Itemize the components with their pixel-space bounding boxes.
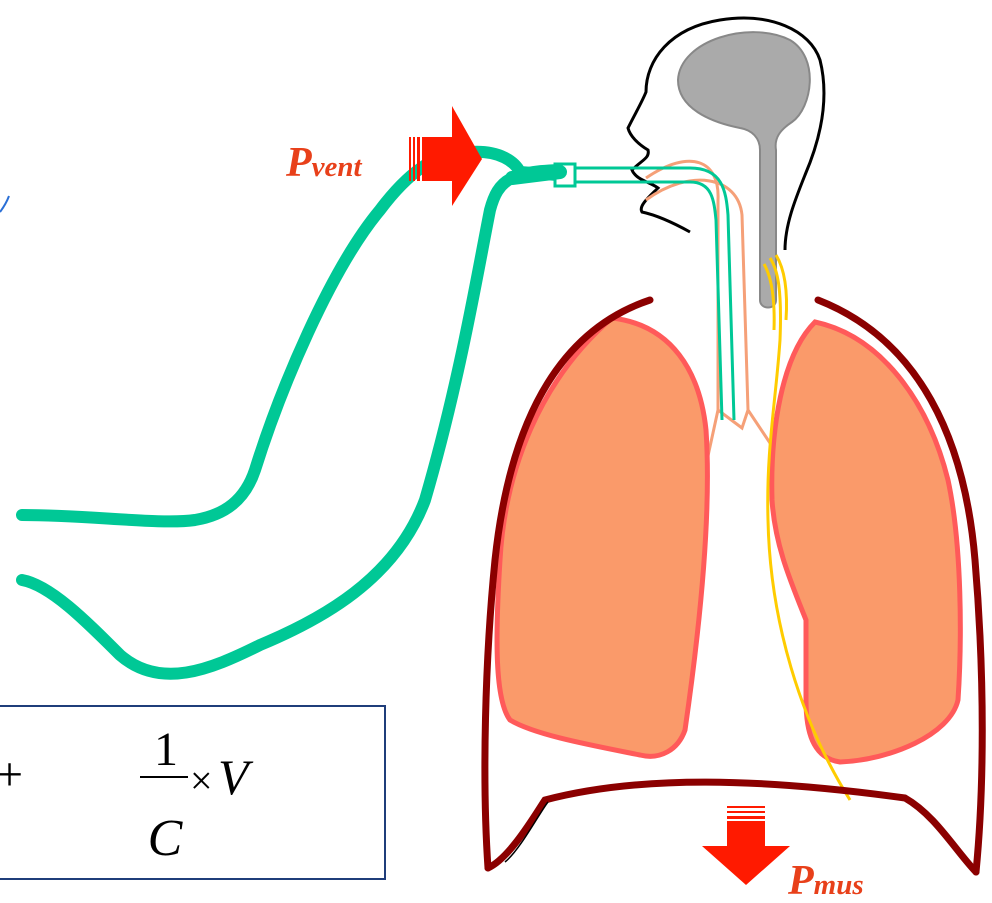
ventilator-tubing xyxy=(22,152,570,674)
equation-times: × xyxy=(190,758,213,803)
p-mus-arrow xyxy=(702,806,790,885)
equation-numerator: 1 xyxy=(154,723,178,776)
equation-plus: + xyxy=(0,748,23,801)
left-lung xyxy=(497,318,707,756)
head xyxy=(628,18,824,307)
equation-denominator: C xyxy=(148,810,184,867)
p-vent-label: Pvent xyxy=(285,140,363,186)
p-mus-label: Pmus xyxy=(787,858,864,903)
p-vent-arrow xyxy=(409,106,482,206)
edge-mark xyxy=(0,196,9,212)
equation-box: + 1 C × V xyxy=(0,706,385,879)
expiratory-limb xyxy=(22,170,570,674)
